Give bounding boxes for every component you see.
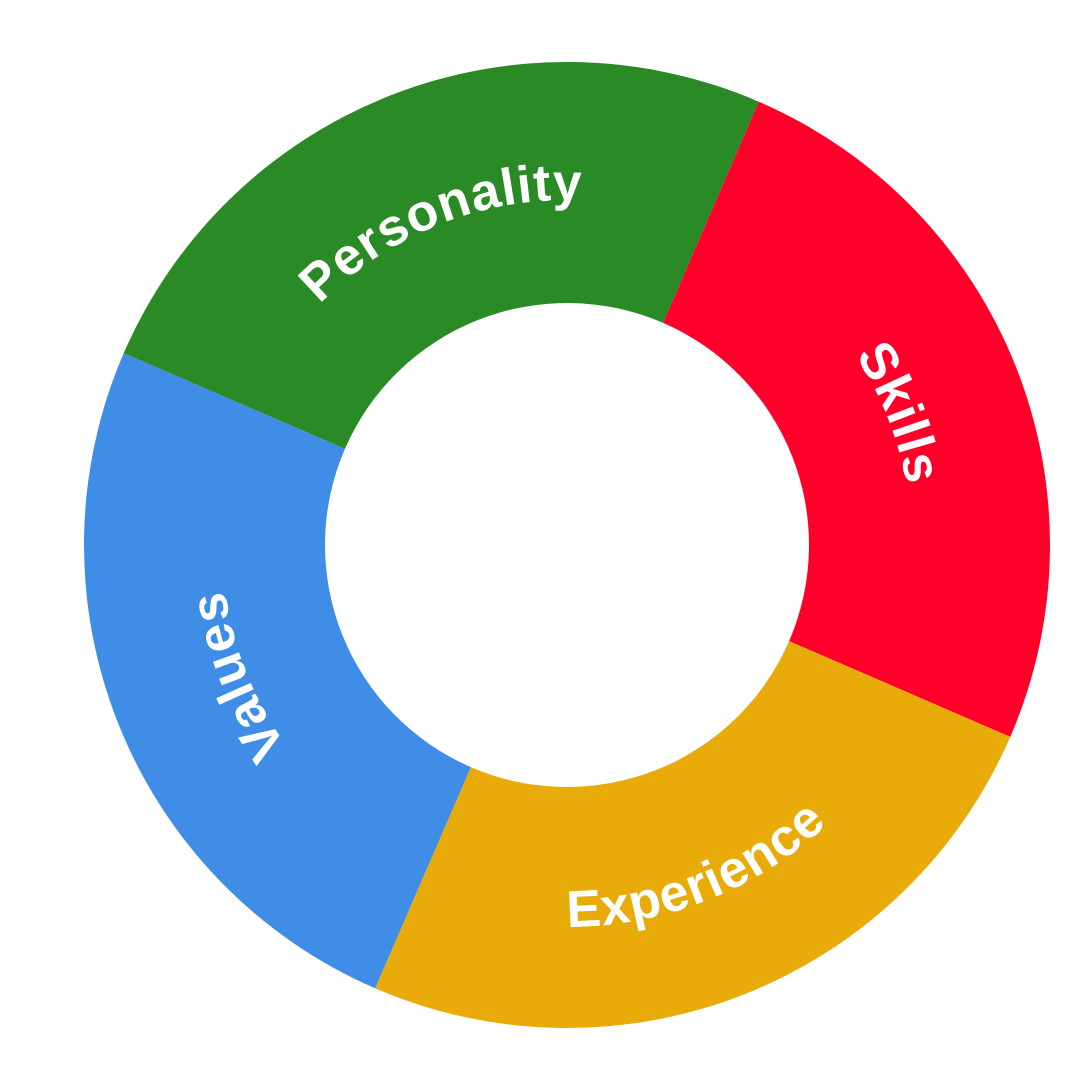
segment-personality	[123, 61, 759, 449]
segment-values	[84, 353, 471, 989]
segment-skills	[663, 101, 1050, 737]
segment-experience	[375, 641, 1011, 1028]
donut-segments	[84, 61, 1050, 1028]
